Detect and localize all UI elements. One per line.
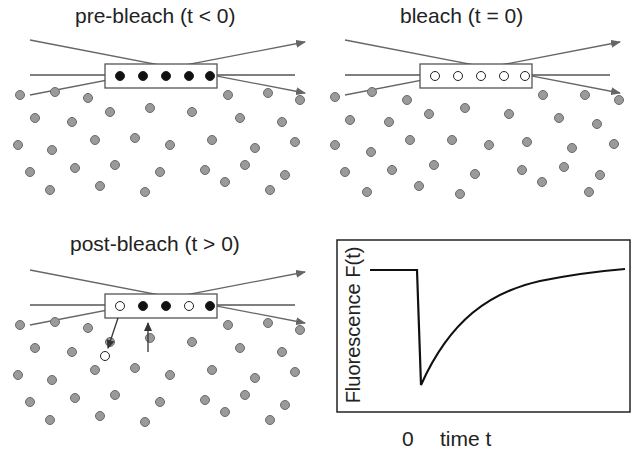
tirf-panel	[14, 270, 306, 427]
recovery-graph	[337, 240, 630, 412]
panel-title: pre-bleach (t < 0)	[75, 4, 236, 27]
panel-title: post-bleach (t > 0)	[70, 232, 240, 255]
axis-label: Fluorescence F(t)	[342, 247, 364, 404]
tirf-panel	[331, 40, 624, 199]
axis-tick: 0	[402, 427, 414, 450]
tirf-panel	[14, 40, 306, 197]
axis-label: time t	[440, 427, 491, 450]
panel-title: bleach (t = 0)	[400, 4, 523, 27]
